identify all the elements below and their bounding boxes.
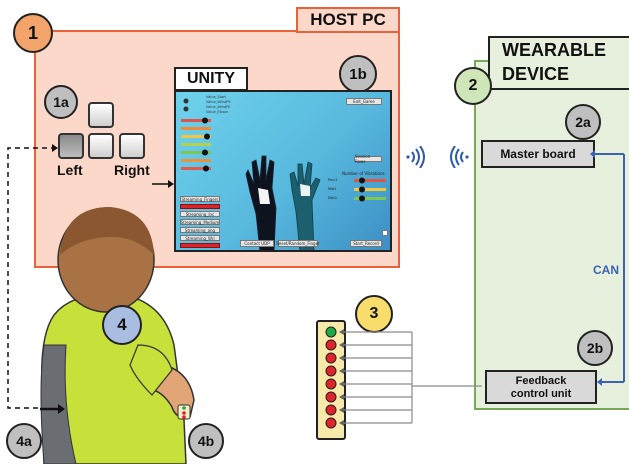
- unity-top-label: Value_WristPS: [206, 100, 231, 104]
- wearable-title-line2: DEVICE: [502, 64, 570, 84]
- unity-right-sliders: [354, 177, 386, 202]
- can-bus-connector: [590, 150, 625, 386]
- can-bus-label: CAN: [593, 263, 619, 277]
- user-input-dashed-path: [7, 144, 58, 409]
- feedback-unit-label-line1: Feedback: [515, 375, 567, 387]
- unity-slider-panel: [181, 98, 211, 172]
- unity-start-record-button[interactable]: Start_Record: [350, 240, 382, 247]
- unity-top-labels: Value_Start Value_WristPS Value_WristFE …: [206, 95, 231, 115]
- unity-streaming-fingers-button[interactable]: Streaming_Fingers: [180, 196, 220, 202]
- feedback-control-unit-box: Feedback control unit: [485, 370, 597, 404]
- keyboard-to-unity-arrow: [152, 180, 174, 188]
- unity-right-labels: Pinc1 Mid1 Dist1: [328, 176, 337, 203]
- unity-screen: Value_Start Value_WristPS Value_WristFE …: [174, 90, 392, 252]
- wearable-number-badge: 2: [454, 67, 492, 105]
- unity-streaming-wri-button[interactable]: Streaming_Wri: [180, 235, 220, 241]
- led-strip-number-badge: 3: [355, 295, 393, 333]
- unity-right-title: Number of Vibrations: [342, 171, 385, 176]
- wearable-device-title-box: [488, 36, 629, 90]
- unity-right-label: Pinc1: [328, 178, 338, 182]
- unity-small-square-button[interactable]: [382, 230, 388, 236]
- unity-title: UNITY: [174, 67, 248, 91]
- host-pc-number-badge: 1: [13, 13, 53, 53]
- unity-top-label: Value_Elbow: [206, 110, 228, 114]
- keyboard-number-badge: 1a: [44, 85, 78, 119]
- unity-streaming-inc-button[interactable]: Streaming_Inc: [180, 211, 220, 217]
- arrow-key-left: [58, 133, 84, 159]
- arrow-key-down: [88, 133, 114, 159]
- led-lights: [325, 326, 337, 429]
- unity-top-label: Value_WristFE: [206, 105, 231, 109]
- keyboard-left-label: Left: [57, 162, 83, 178]
- host-pc-title: HOST PC: [296, 7, 400, 33]
- unity-right-label: Mid1: [328, 187, 337, 191]
- unity-record-indicator: [180, 204, 220, 209]
- unity-virtual-hands: [245, 155, 321, 250]
- unity-session-rows-button[interactable]: Session Rows: [354, 154, 382, 164]
- master-board-number-badge: 2a: [565, 104, 601, 140]
- unity-stop-indicator: [180, 243, 220, 248]
- keyboard-right-label: Right: [114, 162, 150, 178]
- unity-right-label: Dist1: [328, 196, 338, 200]
- wireless-rx-icon: [450, 146, 469, 168]
- unity-top-label: Value_Start: [206, 95, 226, 99]
- unity-left-button-stack: Streaming_Fingers Streaming_Inc Streamin…: [180, 196, 220, 248]
- unity-number-badge: 1b: [339, 55, 377, 93]
- feedback-unit-label-line2: control unit: [510, 388, 572, 400]
- cue-left-number-badge: 4a: [6, 423, 42, 459]
- arrow-key-up: [88, 102, 114, 128]
- unity-reset-finger-button[interactable]: Reset/Random_Finger: [276, 240, 320, 247]
- led-wiring: [339, 329, 482, 426]
- unity-streaming-medium-button[interactable]: Streaming_Medium: [180, 219, 220, 225]
- unity-contact-udp-button[interactable]: Contact UDP: [240, 240, 274, 247]
- cue-right-number-badge: 4b: [188, 423, 224, 459]
- unity-exit-button[interactable]: Exit_Game: [346, 98, 382, 105]
- unity-streaming-ang-button[interactable]: Streaming_ang: [180, 227, 220, 233]
- user-number-badge: 4: [102, 305, 142, 345]
- master-board-box: Master board: [481, 140, 595, 168]
- feedback-unit-number-badge: 2b: [577, 330, 613, 366]
- wireless-tx-icon: [406, 146, 425, 168]
- arrow-key-right: [119, 133, 145, 159]
- cue-arrow: [40, 404, 65, 414]
- wearable-title-line1: WEARABLE: [502, 40, 606, 60]
